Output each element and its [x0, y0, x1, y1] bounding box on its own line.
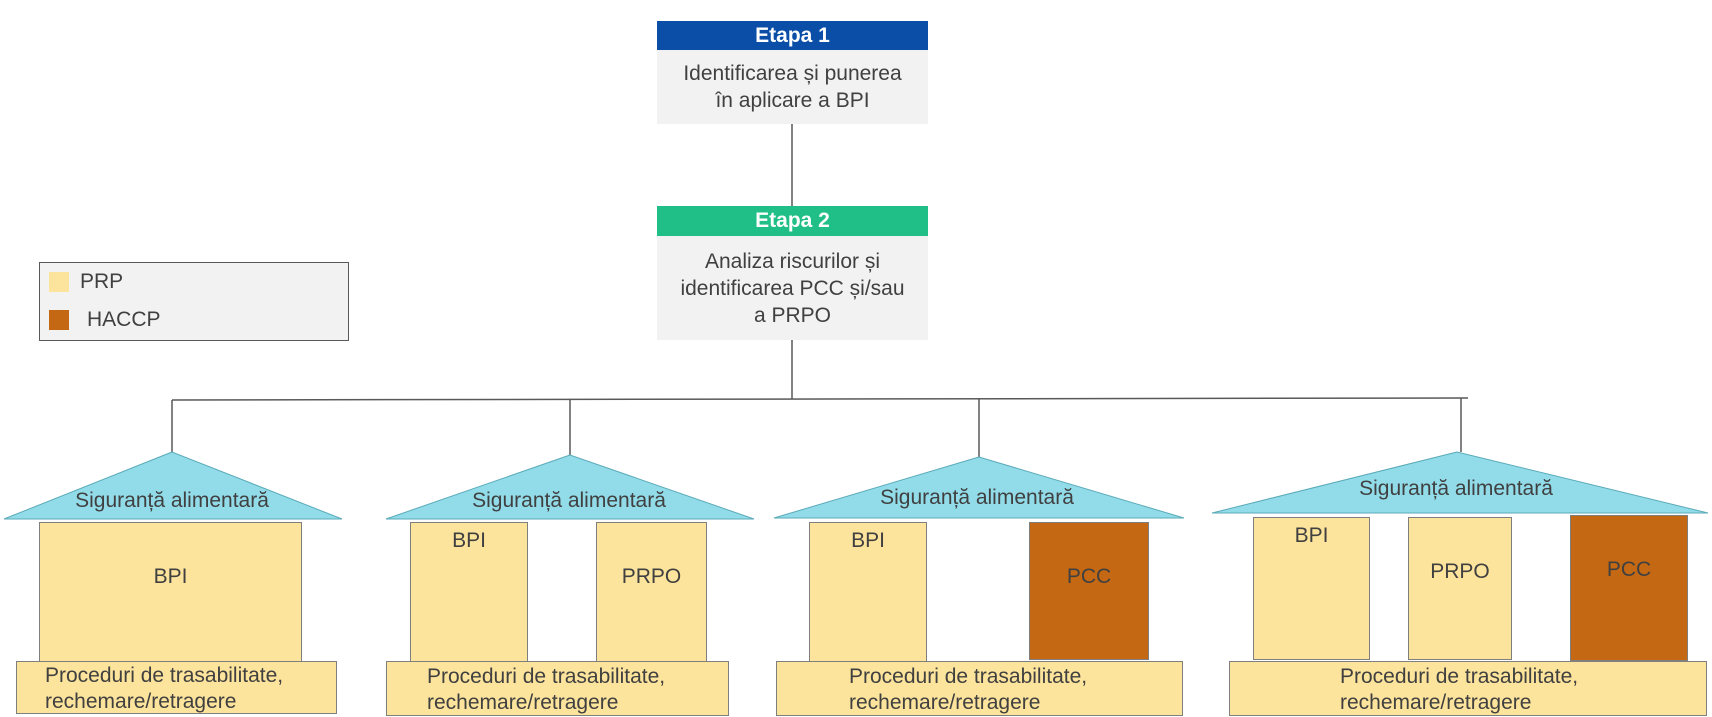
- house-4-pillar-pcc: PCC: [1570, 515, 1688, 661]
- etapa-1-text: Identificarea și punerea în aplicare a B…: [683, 62, 902, 112]
- house-4-pillar-prpo-label: PRPO: [1430, 560, 1490, 583]
- house-1-pillar-bpi-label: BPI: [153, 565, 188, 588]
- house-2-pillar-prpo-label: PRPO: [621, 565, 682, 588]
- house-4-pillar-bpi-label: BPI: [1294, 524, 1329, 547]
- connector-bus: [171, 397, 1469, 401]
- house-1-base-text: Proceduri de trasabilitate, rechemare/re…: [45, 664, 284, 713]
- legend-swatch-haccp: [49, 310, 69, 330]
- legend: PRP HACCP: [39, 262, 349, 341]
- house-4-pillar-prpo: PRPO: [1408, 517, 1512, 660]
- house-2-base: Proceduri de trasabilitate, rechemare/re…: [386, 661, 729, 716]
- etapa-1-header: Etapa 1: [657, 21, 928, 50]
- house-4-base: Proceduri de trasabilitate, rechemare/re…: [1229, 661, 1707, 716]
- house-4-pillar-bpi: BPI: [1253, 517, 1370, 660]
- house-3-roof-label: Siguranță alimentară: [880, 486, 1074, 509]
- house-2-base-text: Proceduri de trasabilitate, rechemare/re…: [427, 665, 666, 714]
- house-2-pillar-bpi-label: BPI: [452, 529, 486, 552]
- etapa-1-body: Identificarea și punerea în aplicare a B…: [657, 50, 928, 124]
- legend-swatch-prp: [49, 272, 69, 292]
- legend-label-haccp: HACCP: [87, 308, 161, 331]
- house-3-pillar-pcc-label: PCC: [1066, 565, 1112, 588]
- house-4-base-text: Proceduri de trasabilitate, rechemare/re…: [1340, 665, 1579, 714]
- house-1-roof-label: Siguranță alimentară: [75, 489, 269, 512]
- house-3-pillar-pcc: PCC: [1029, 522, 1149, 660]
- etapa-2-header: Etapa 2: [657, 206, 928, 236]
- house-1-base: Proceduri de trasabilitate, rechemare/re…: [16, 661, 337, 714]
- house-3-pillar-bpi: BPI: [809, 522, 927, 662]
- legend-label-prp: PRP: [80, 270, 124, 293]
- house-3-base-text: Proceduri de trasabilitate, rechemare/re…: [849, 665, 1088, 714]
- house-4-pillar-pcc-label: PCC: [1606, 558, 1652, 581]
- house-2-pillar-prpo: PRPO: [596, 522, 707, 662]
- etapa-2-body: Analiza riscurilor și identificarea PCC …: [657, 236, 928, 340]
- house-3-base: Proceduri de trasabilitate, rechemare/re…: [776, 661, 1183, 716]
- house-2-pillar-bpi: BPI: [410, 522, 528, 662]
- house-2-roof-label: Siguranță alimentară: [472, 489, 666, 512]
- house-1-pillar-bpi: BPI: [39, 522, 302, 662]
- etapa-2-text: Analiza riscurilor și identificarea PCC …: [680, 250, 905, 327]
- house-4-roof-label: Siguranță alimentară: [1359, 477, 1553, 500]
- house-3-pillar-bpi-label: BPI: [851, 529, 885, 552]
